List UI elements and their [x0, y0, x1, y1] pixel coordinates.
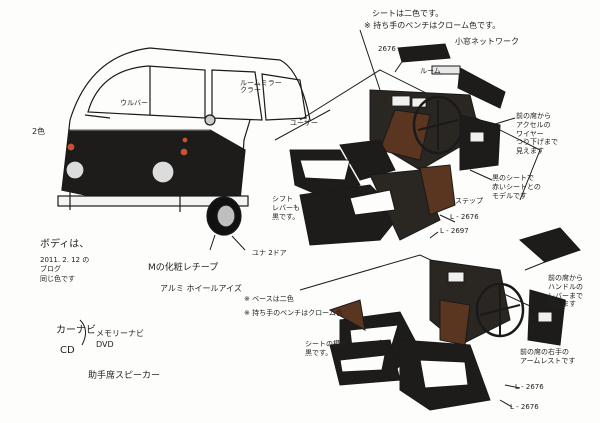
- note-floor: ユナ 2ドア: [252, 249, 287, 257]
- note-bumper: ウルバー: [120, 99, 148, 107]
- note-lever-2676: L - 2676: [450, 213, 479, 221]
- note-bottom-seat: シートの模様 黒です。: [305, 340, 347, 358]
- note-headlamp: 2色: [32, 127, 46, 136]
- van-illustration: [57, 47, 311, 236]
- note-bottom-l2: L - 2676: [510, 403, 539, 411]
- left-annotation-strokes: [79, 234, 246, 346]
- note-bottom-l1: L - 2676: [515, 383, 544, 391]
- note-mid-line1: ※ ベースは二色: [244, 295, 294, 303]
- note-speaker: 助手席スピーカー: [88, 371, 161, 381]
- note-step: ステップ: [455, 197, 483, 205]
- note-right-1: 前の席から アクセルの ワイヤー つり下げまで 見えます: [516, 112, 558, 155]
- note-date: 2011. 2. 12 の ブログ 同じ色です: [40, 256, 90, 283]
- note-rear-mirror: ルーム: [420, 67, 441, 75]
- interior-view-upper: [274, 29, 541, 246]
- note-right-2: 黒のシートで 赤いシートとの モデルです: [492, 174, 541, 200]
- note-rim: アルミ ホイールアイズ: [160, 284, 242, 293]
- note-cd: CD: [60, 345, 75, 356]
- note-mid-line2: ※ 持ち手のベンチはクローム色: [244, 309, 343, 317]
- note-sun-visor: 2676: [378, 45, 396, 53]
- note-bottom-right-2: 前の席の右手の アームレストです: [520, 348, 576, 365]
- note-car-navi: カーナビ: [56, 325, 96, 336]
- note-shift: シフト レバーも 黒です。: [272, 195, 300, 222]
- note-lever-2697: L - 2697: [440, 227, 469, 235]
- note-top-seat: ユーザー: [290, 119, 318, 127]
- note-mirror: ルームミラー クラー: [240, 79, 282, 94]
- note-bottom-right-1: 前の席から ハンドルの レバーまで 見えます: [548, 274, 583, 309]
- interior-view-lower: [299, 227, 581, 411]
- note-body: ボディは、: [40, 239, 90, 250]
- note-top-line2: ※ 持ち手のベンチはクローム色です。: [364, 21, 501, 30]
- note-memory-navi: メモリーナビ DVD: [96, 329, 144, 350]
- note-roof-console: 小窓ネットワーク: [455, 37, 519, 46]
- note-top-line1: シートは二色です。: [372, 9, 444, 18]
- note-tire: Mの化粧レチープ: [148, 263, 219, 273]
